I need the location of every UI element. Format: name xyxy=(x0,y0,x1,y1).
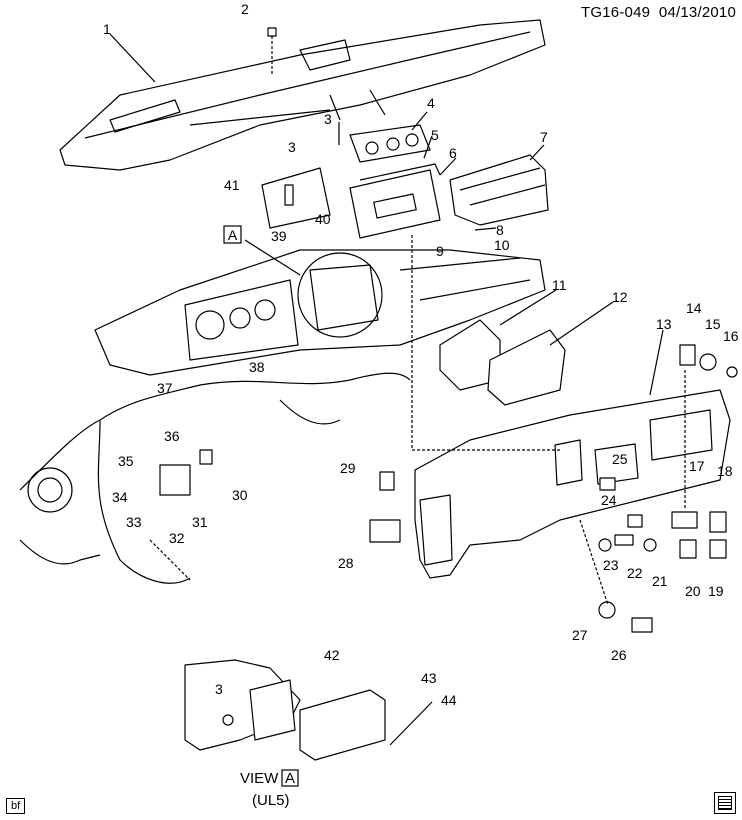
callout-31: 31 xyxy=(192,514,208,530)
callout-8: 8 xyxy=(496,222,504,238)
callout-36: 36 xyxy=(164,428,180,444)
view-option: (UL5) xyxy=(252,792,290,809)
callout-17: 17 xyxy=(689,458,705,474)
part-28 xyxy=(369,519,401,543)
callout-19: 19 xyxy=(708,583,724,599)
fastener-2 xyxy=(267,27,277,75)
callout-21: 21 xyxy=(652,573,668,589)
view-label: VIEW xyxy=(240,770,279,787)
callout-3c: 3 xyxy=(215,681,223,697)
part-36 xyxy=(199,449,213,465)
callout-44: 44 xyxy=(441,692,457,708)
radio-bracket xyxy=(261,167,331,229)
callout-34: 34 xyxy=(112,489,128,505)
wiring-harness xyxy=(19,372,411,584)
print-icon xyxy=(714,792,736,814)
climate-control-module xyxy=(349,124,431,163)
callout-32: 32 xyxy=(169,530,185,546)
part-23 xyxy=(598,538,612,552)
part-16 xyxy=(726,366,738,378)
callout-22: 22 xyxy=(627,565,643,581)
part-31 xyxy=(159,464,191,496)
module-12 xyxy=(487,329,566,406)
callout-37: 37 xyxy=(157,380,173,396)
callout-3a: 3 xyxy=(324,111,332,127)
callout-28: 28 xyxy=(338,555,354,571)
callout-11: 11 xyxy=(552,277,567,293)
callout-7: 7 xyxy=(540,129,548,145)
callout-4: 4 xyxy=(427,95,435,111)
callout-43: 43 xyxy=(421,670,437,686)
part-25 xyxy=(599,477,616,491)
detail-view-circle xyxy=(297,252,383,338)
part-29 xyxy=(379,471,395,491)
callout-33: 33 xyxy=(126,514,142,530)
callout-13: 13 xyxy=(656,316,672,332)
callout-5: 5 xyxy=(431,127,439,143)
callout-23: 23 xyxy=(603,557,619,573)
view-marker-text: A xyxy=(285,770,295,787)
diagram-date: 04/13/2010 xyxy=(658,4,736,21)
callout-3b: 3 xyxy=(288,139,296,155)
detail-marker-text: A xyxy=(228,227,238,243)
callout-20: 20 xyxy=(685,583,701,599)
diagram-header: TG16-049 04/13/2010 xyxy=(581,4,736,21)
instrument-panel-upper-trim xyxy=(59,19,546,171)
callout-10: 10 xyxy=(494,237,510,253)
callout-42: 42 xyxy=(324,647,340,663)
callout-6: 6 xyxy=(449,145,457,161)
view-a-inset xyxy=(184,659,433,761)
part-18 xyxy=(709,511,727,533)
part-26 xyxy=(631,617,653,633)
callout-40: 40 xyxy=(315,211,331,227)
callout-24: 24 xyxy=(601,492,617,508)
instrument-panel-lower-trim xyxy=(414,389,731,579)
callout-14: 14 xyxy=(686,300,702,316)
callout-26: 26 xyxy=(611,647,627,663)
part-24 xyxy=(627,514,643,528)
callout-15: 15 xyxy=(705,316,721,332)
part-22 xyxy=(614,534,634,546)
diagram-code: TG16-049 xyxy=(581,4,651,21)
view-marker-box xyxy=(281,769,299,787)
part-14 xyxy=(679,344,696,366)
part-17 xyxy=(671,511,698,529)
part-21 xyxy=(643,538,657,552)
callout-16: 16 xyxy=(723,328,739,344)
callout-18: 18 xyxy=(717,463,733,479)
radio-housing xyxy=(449,154,549,226)
radio-assembly xyxy=(349,163,441,239)
part-15 xyxy=(699,353,717,371)
callout-labels: 1 2 3 3 3 4 5 6 7 8 9 10 11 12 13 14 15 … xyxy=(103,1,739,708)
callout-2: 2 xyxy=(241,1,249,17)
callout-41: 41 xyxy=(224,177,240,193)
callout-29: 29 xyxy=(340,460,356,476)
part-20 xyxy=(679,539,697,559)
callout-35: 35 xyxy=(118,453,134,469)
callout-9: 9 xyxy=(436,243,444,259)
callout-25: 25 xyxy=(612,451,628,467)
part-19 xyxy=(709,539,727,559)
callout-12: 12 xyxy=(612,289,628,305)
footer-tag: bf xyxy=(6,798,26,814)
callout-27: 27 xyxy=(572,627,588,643)
callout-38: 38 xyxy=(249,359,265,375)
callout-1: 1 xyxy=(103,21,111,37)
callout-39: 39 xyxy=(271,228,287,244)
part-27 xyxy=(598,601,616,619)
callout-30: 30 xyxy=(232,487,248,503)
detail-marker-box xyxy=(223,225,242,244)
